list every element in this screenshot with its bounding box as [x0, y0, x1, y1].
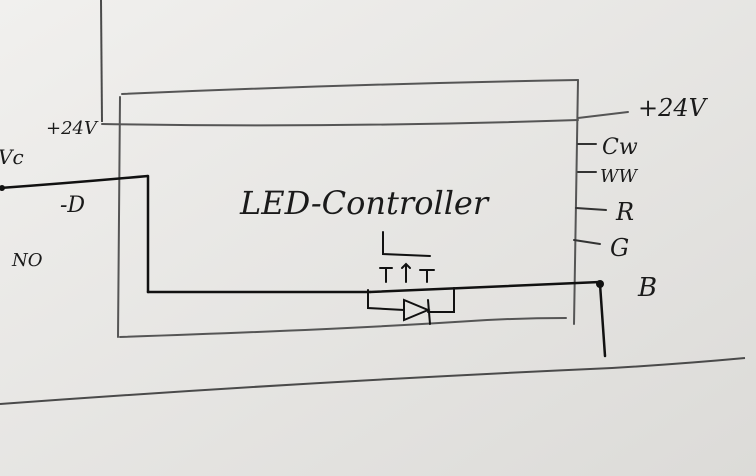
top-supply-wire — [100, 0, 103, 123]
label-left-minus: -D — [60, 193, 85, 218]
label-left-supply: +24V — [46, 118, 99, 139]
label-cw: Cw — [602, 135, 638, 160]
label-right-supply: +24V — [638, 94, 709, 122]
channel-ticks — [573, 143, 607, 245]
input-node — [0, 185, 5, 191]
input-minus-wire — [0, 174, 149, 190]
label-left-no: NO — [11, 250, 43, 271]
controller-box — [101, 79, 629, 338]
label-ww: WW — [600, 166, 639, 187]
label-left-vc: Vc — [0, 145, 24, 169]
diagram-title: LED-Controller — [239, 184, 490, 222]
label-r: R — [615, 198, 634, 226]
b-junction — [596, 280, 604, 288]
mosfet-symbol — [367, 231, 455, 325]
blue-channel-wire — [146, 174, 607, 358]
bottom-wire — [0, 357, 746, 405]
label-b: B — [637, 273, 657, 303]
label-g: G — [610, 234, 629, 262]
